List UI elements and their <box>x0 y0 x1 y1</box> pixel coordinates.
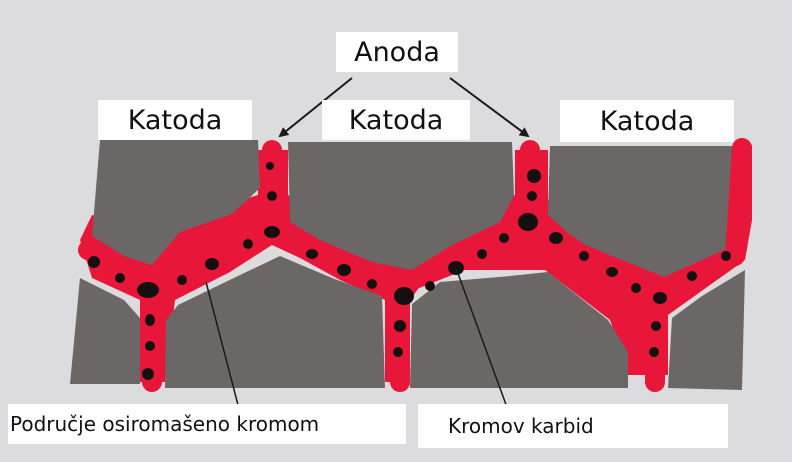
carbide-particle <box>306 249 318 259</box>
depleted-zone-leader <box>205 281 239 406</box>
carbide-particle <box>88 256 100 268</box>
carbide-particle <box>205 258 219 270</box>
carbide-particle <box>243 239 253 249</box>
grain-top-middle <box>288 142 514 270</box>
grain-bottom-left <box>70 278 140 384</box>
depleted-zone-strips <box>78 138 752 392</box>
carbide-particle <box>337 264 351 276</box>
carbide-particle <box>653 292 667 304</box>
grain-bottom-center-left <box>165 256 385 388</box>
carbide-particle <box>145 341 155 351</box>
carbide-particle <box>651 321 661 331</box>
carbide-particle <box>145 314 155 326</box>
grain-bottom-center-right <box>410 272 628 388</box>
carbide-particle <box>367 279 377 289</box>
anode-arrow-right <box>449 77 530 138</box>
carbide-particle <box>137 282 159 298</box>
carbide-particle <box>477 249 487 259</box>
carbide-particle <box>394 287 414 305</box>
carbide-particle <box>425 281 435 291</box>
carbide-particle <box>142 368 154 380</box>
carbide-particle <box>266 162 274 170</box>
carbide-particle <box>721 251 731 261</box>
anode-label: Anoda <box>336 32 458 72</box>
carbide-particle <box>177 275 187 285</box>
carbide-particle <box>687 271 697 281</box>
cathode-label-left: Katoda <box>98 100 252 140</box>
carbide-label: Kromov karbid <box>418 404 728 448</box>
grain-bottom-right <box>668 270 745 390</box>
grain-top-left <box>92 140 260 265</box>
depleted-zone-label: Područje osiromašeno kromom <box>8 404 406 444</box>
cathode-label-middle: Katoda <box>322 100 470 140</box>
carbide-particles <box>88 162 731 380</box>
carbide-particle <box>267 191 277 201</box>
carbide-particle <box>115 273 125 283</box>
carbide-particle <box>394 320 406 332</box>
carbide-particle <box>518 213 538 231</box>
carbide-particle <box>606 267 618 277</box>
carbide-leader <box>455 267 509 411</box>
carbide-particle <box>649 347 659 357</box>
cathode-label-right: Katoda <box>560 100 734 142</box>
carbide-particle <box>549 232 563 244</box>
grain-top-right <box>548 146 738 280</box>
anode-arrow-left <box>278 77 353 138</box>
carbide-particle <box>527 191 537 201</box>
carbide-particle <box>631 283 641 293</box>
carbide-particle <box>393 347 403 357</box>
carbide-particle <box>264 226 280 238</box>
carbide-particle <box>579 251 589 261</box>
carbide-particle <box>527 169 541 183</box>
carbide-particle <box>499 233 509 243</box>
